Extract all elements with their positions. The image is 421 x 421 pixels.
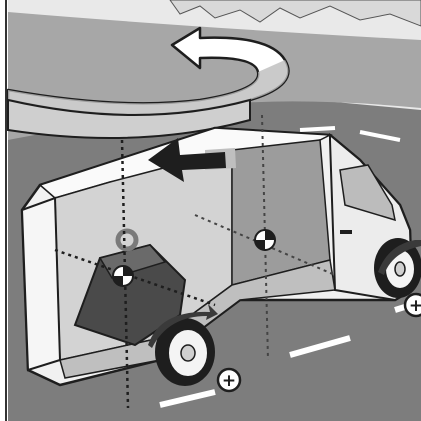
plus-marker-front: + [405, 294, 421, 316]
plus-label-rear: + [222, 371, 236, 391]
rear-door [22, 198, 60, 370]
plus-label-front: + [409, 296, 421, 316]
door-handle [340, 230, 352, 234]
plus-marker-rear: + [218, 369, 240, 391]
